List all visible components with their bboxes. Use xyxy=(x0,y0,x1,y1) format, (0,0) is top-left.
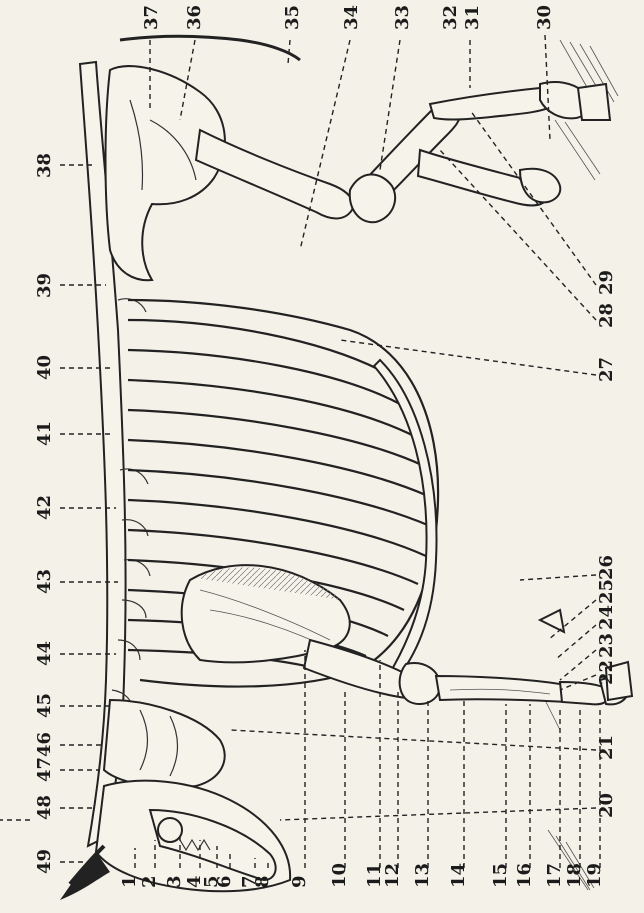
label-40: 40 xyxy=(34,355,55,380)
label-16: 16 xyxy=(514,863,535,888)
label-18: 18 xyxy=(564,863,585,888)
neck xyxy=(104,700,225,787)
label-2: 2 xyxy=(139,875,160,888)
orbit xyxy=(158,818,182,842)
label-37: 37 xyxy=(141,5,162,30)
hind-cannon xyxy=(430,88,555,120)
ground-hatching-front xyxy=(540,690,594,890)
label-1: 1 xyxy=(119,875,140,888)
label-38: 38 xyxy=(34,153,55,178)
label-43: 43 xyxy=(34,569,55,594)
label-42: 42 xyxy=(34,495,55,520)
femur xyxy=(196,130,353,219)
label-35: 35 xyxy=(282,5,303,30)
label-21: 21 xyxy=(596,735,617,760)
label-31: 31 xyxy=(462,5,483,30)
label-3: 3 xyxy=(164,875,185,888)
left-label-column: 38 39 40 41 42 43 44 45 46 47 48 49 xyxy=(34,153,55,874)
label-39: 39 xyxy=(34,273,55,298)
pelvis xyxy=(106,66,225,280)
label-33: 33 xyxy=(392,5,413,30)
label-13: 13 xyxy=(412,863,433,888)
label-30: 30 xyxy=(534,5,555,30)
sternum xyxy=(374,360,437,680)
label-48: 48 xyxy=(34,795,55,820)
label-17: 17 xyxy=(544,863,565,888)
label-28: 28 xyxy=(596,303,617,328)
label-19: 19 xyxy=(584,863,605,888)
label-45: 45 xyxy=(34,693,55,718)
elbow xyxy=(400,663,440,704)
tail xyxy=(120,36,300,60)
label-8: 8 xyxy=(252,875,273,888)
label-23: 23 xyxy=(596,633,617,658)
label-34: 34 xyxy=(341,5,362,30)
radius xyxy=(436,676,572,702)
label-32: 32 xyxy=(440,5,461,30)
hind-hoof xyxy=(578,84,610,120)
label-44: 44 xyxy=(34,641,55,666)
label-22: 22 xyxy=(596,660,617,685)
label-36: 36 xyxy=(184,5,205,30)
label-49: 49 xyxy=(34,849,55,874)
label-26: 26 xyxy=(596,555,617,580)
label-12: 12 xyxy=(382,863,403,888)
label-29: 29 xyxy=(596,270,617,295)
label-25: 25 xyxy=(596,579,617,604)
label-20: 20 xyxy=(596,793,617,818)
label-27: 27 xyxy=(596,357,617,382)
label-6: 6 xyxy=(214,875,235,888)
label-24: 24 xyxy=(596,605,617,630)
label-47: 47 xyxy=(34,757,55,782)
label-9: 9 xyxy=(289,875,310,888)
label-15: 15 xyxy=(490,863,511,888)
dewclaw xyxy=(540,610,564,632)
hock xyxy=(350,174,395,222)
label-46: 46 xyxy=(34,732,55,757)
label-10: 10 xyxy=(329,863,350,888)
label-41: 41 xyxy=(34,421,55,446)
label-14: 14 xyxy=(448,863,469,888)
